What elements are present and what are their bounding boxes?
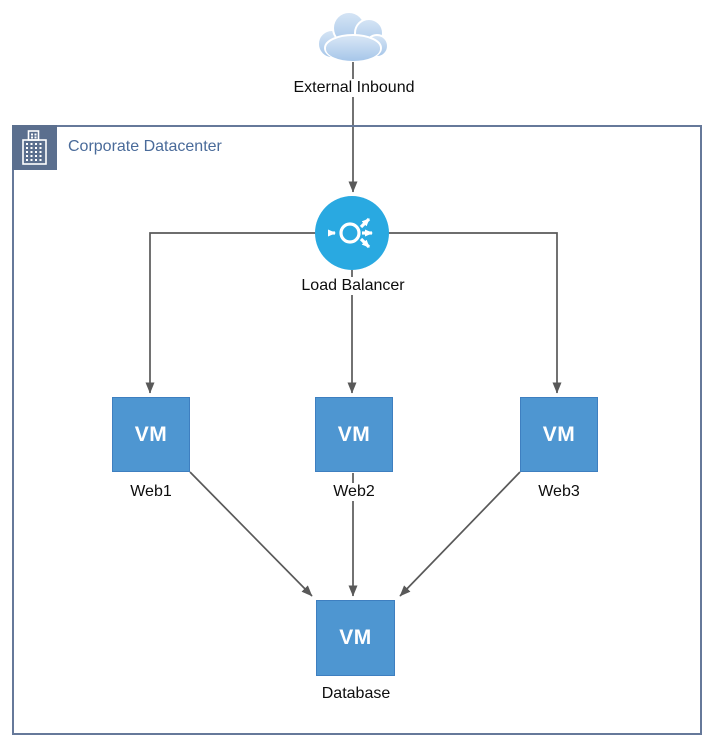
- cloud-icon: [311, 8, 395, 64]
- vm-label-web2: Web2: [330, 483, 378, 502]
- vm-node-web2: VM: [315, 397, 393, 472]
- vm-node-web3-text: VM: [542, 422, 576, 446]
- load-balancer-node: [315, 196, 389, 270]
- vm-label-web3: Web3: [535, 483, 583, 502]
- edge-web3-to-db: [399, 471, 521, 597]
- vm-node-web1-text: VM: [134, 422, 168, 446]
- vm-label-web1: Web1: [127, 483, 175, 502]
- vm-node-database: VM: [316, 600, 395, 676]
- external-inbound-label: External Inbound: [290, 79, 418, 98]
- edge-lb-to-web3: [352, 232, 562, 394]
- vm-node-web2-text: VM: [337, 422, 371, 446]
- vm-label-database: Database: [318, 685, 394, 704]
- corporate-datacenter-container: [12, 125, 702, 735]
- container-title: Corporate Datacenter: [68, 138, 222, 155]
- building-icon: [12, 125, 57, 170]
- edge-lb-to-web1: [145, 232, 352, 394]
- vm-node-web1: VM: [112, 397, 190, 472]
- vm-node-web3: VM: [520, 397, 598, 472]
- load-balancer-icon: [328, 217, 373, 249]
- vm-node-database-text: VM: [339, 626, 372, 649]
- load-balancer-label: Load Balancer: [298, 277, 408, 296]
- edge-web1-to-db: [189, 471, 313, 597]
